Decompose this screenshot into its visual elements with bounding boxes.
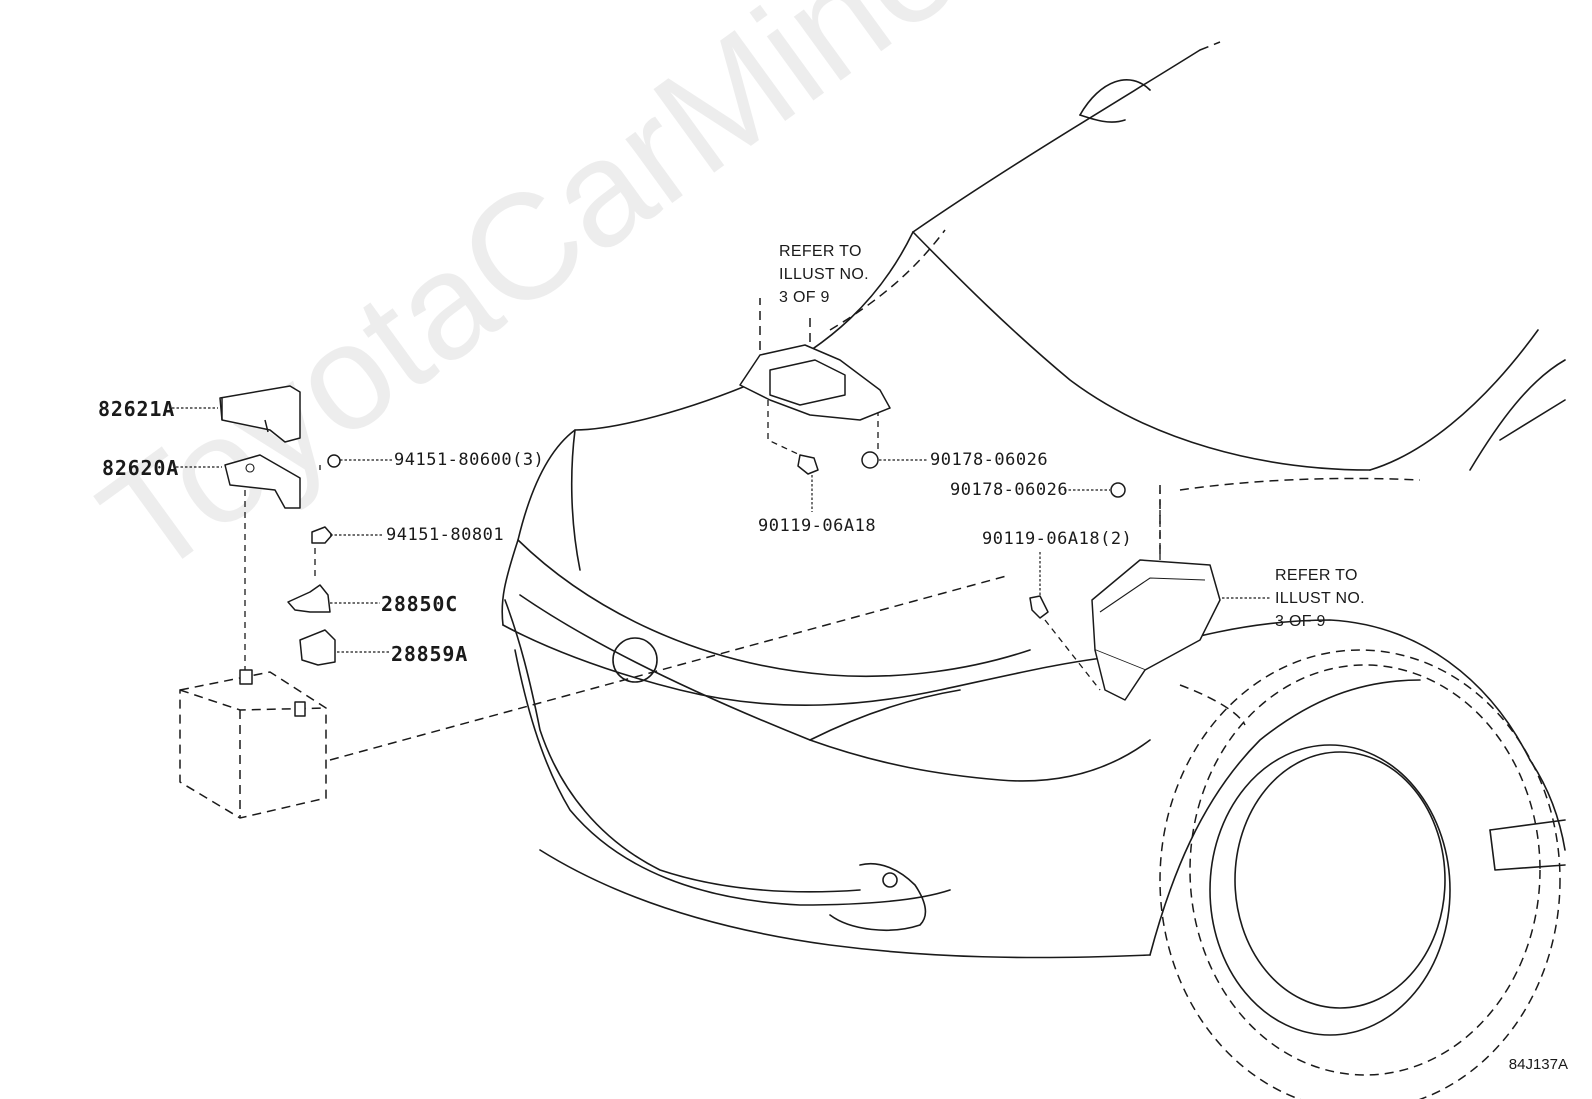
label-90178-06026-upper: 90178-06026 [930,450,1049,470]
label-94151-80801: 94151-80801 [386,525,505,545]
nut-90178-06026-right [1110,482,1126,498]
note-line: 3 OF 9 [779,289,830,306]
part-82621A-cover [219,385,301,443]
nut-94151-80801 [311,526,333,544]
nut-90178-06026-upper [861,451,879,469]
note-refer-upper: REFER TO ILLUST NO. 3 OF 9 [779,240,869,309]
note-line: ILLUST NO. [1275,590,1365,607]
note-refer-right: REFER TO ILLUST NO. 3 OF 9 [1275,564,1365,633]
vehicle-body-outline [501,49,1566,959]
note-line: REFER TO [779,243,862,260]
label-90119-06A18: 90119-06A18 [758,516,877,536]
label-82620A: 82620A [102,456,180,480]
label-28859A: 28859A [391,642,469,666]
leader-lines [172,407,1270,653]
front-wheel [1159,649,1561,1099]
bolt-90119-06A18 [797,454,819,475]
fuse-box [1091,559,1221,701]
part-82620A-bracket [224,454,301,509]
label-82621A: 82621A [98,397,176,421]
label-90178-06026-right: 90178-06026 [950,480,1069,500]
label-28850C: 28850C [381,592,459,616]
label-90119-06A18-x2: 90119-06A18(2) [982,529,1133,549]
note-line: REFER TO [1275,567,1358,584]
note-line: 3 OF 9 [1275,613,1326,630]
note-line: ILLUST NO. [779,266,869,283]
phantom-lines [244,41,1421,761]
part-28850C-terminal [287,584,331,613]
battery [179,669,327,819]
part-28859A-terminal [299,629,336,666]
module-upper [739,344,891,421]
illustration-code: 84J137A [1508,1056,1568,1073]
bolt-90119-06A18-x2 [1029,595,1049,619]
label-94151-80600: 94151-80600(3) [394,450,545,470]
nut-94151-80600 [327,454,341,468]
